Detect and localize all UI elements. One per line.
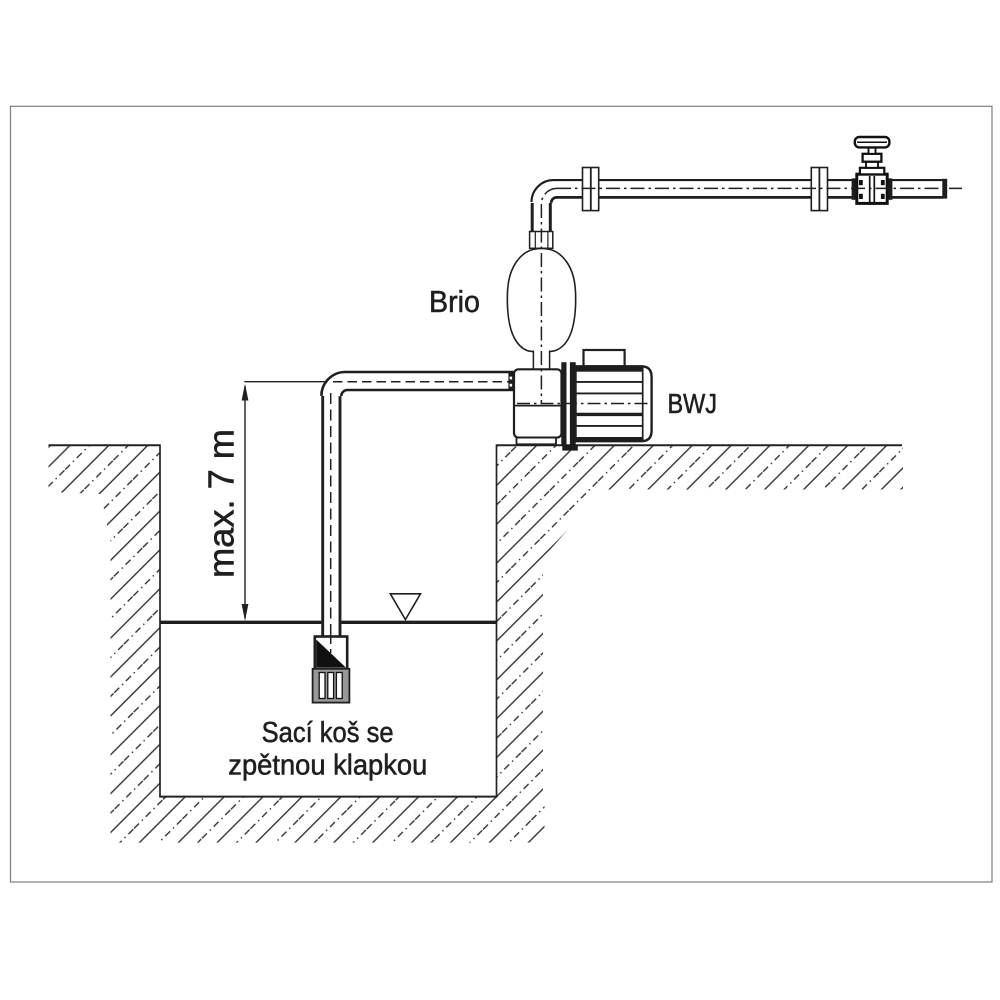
svg-text:Sací koš se: Sací koš se: [262, 717, 394, 749]
svg-text:BWJ: BWJ: [668, 388, 718, 419]
svg-text:max. 7 m: max. 7 m: [201, 429, 242, 578]
svg-text:Brio: Brio: [429, 285, 480, 319]
svg-text:zpětnou klapkou: zpětnou klapkou: [228, 750, 427, 782]
